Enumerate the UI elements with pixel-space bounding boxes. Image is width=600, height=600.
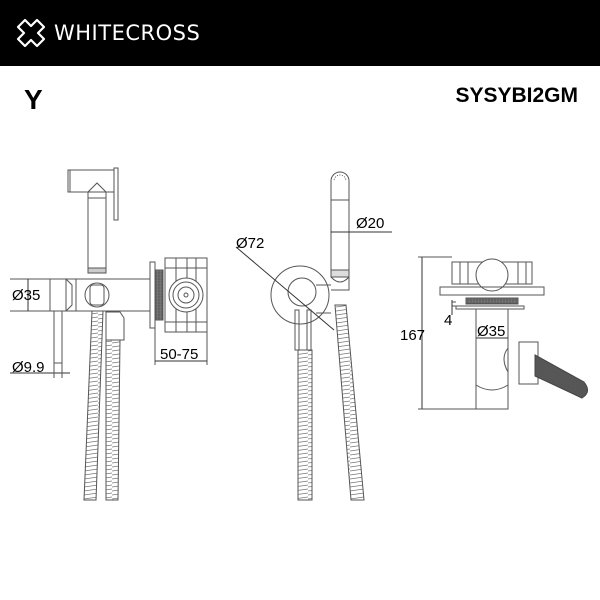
model-code: SYSYBI2GM [455, 84, 578, 107]
brand-name: WHITECROSS [54, 21, 201, 45]
dim-side-d20: Ø20 [356, 215, 385, 232]
front-view [10, 167, 208, 501]
dim-side-d72: Ø72 [236, 235, 265, 252]
brand-logo[interactable]: WHITECROSS [16, 18, 200, 48]
dim-front-d35: Ø35 [12, 287, 41, 304]
cross-outline-logo-icon [16, 18, 46, 48]
dim-front-depth: 50-75 [160, 346, 199, 363]
dim-valve-height: 167 [400, 327, 426, 344]
dim-front-d9-9: Ø9.9 [12, 359, 45, 376]
dim-valve-gap: 4 [444, 312, 453, 329]
series-letter: Y [24, 84, 43, 115]
side-view [235, 171, 392, 501]
brand-header: WHITECROSS [0, 0, 600, 66]
valve-section-view [418, 256, 588, 410]
dim-valve-d35: Ø35 [477, 323, 506, 340]
